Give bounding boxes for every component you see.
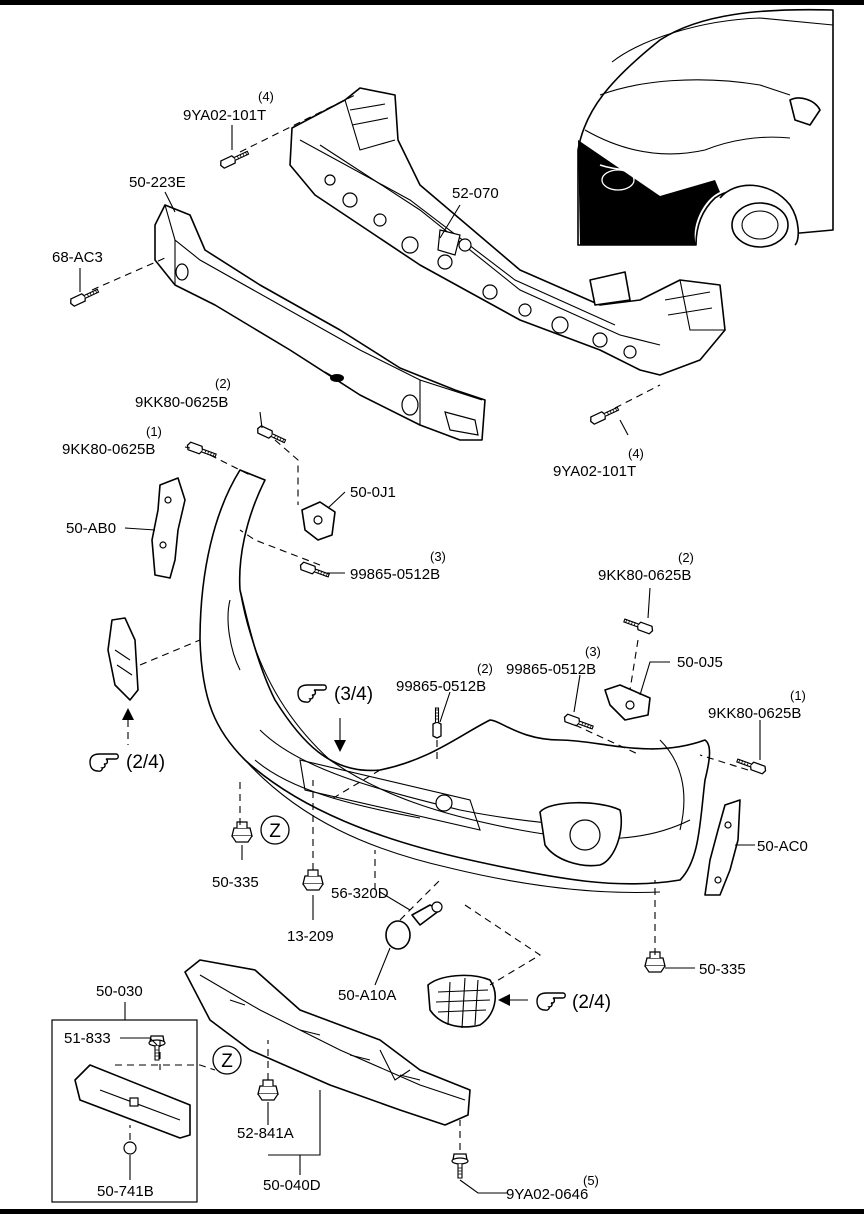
- label-68-ac3: 68-AC3: [52, 249, 103, 266]
- ref-2-4-bottom: (2/4): [536, 992, 611, 1013]
- vehicle-front-icon: [577, 8, 834, 248]
- label-9ya02-101t-top: 9YA02-101T: [183, 107, 266, 124]
- arrow-grille: [498, 994, 510, 1006]
- under-cover-50-040d: [184, 959, 471, 1126]
- label-50-ab0: 50-AB0: [66, 520, 116, 537]
- qty-9kk80-c: (2): [678, 550, 694, 565]
- label-50-030: 50-030: [96, 983, 143, 1000]
- tow-hook-56-320d: [411, 901, 443, 926]
- label-99865-0512b-b: 99865-0512B: [396, 678, 486, 695]
- bolt-9kk80-0625b-a-icon: [255, 424, 288, 446]
- arrow-3-4: [334, 740, 346, 752]
- assembly-dashed-lines: [91, 94, 749, 1150]
- qty-9ya02-top: (4): [258, 89, 274, 104]
- label-13-209: 13-209: [287, 928, 334, 945]
- clip-68-ac3-icon: [68, 286, 101, 308]
- label-50-335-left: 50-335: [212, 874, 259, 891]
- label-50-a10a: 50-A10A: [338, 987, 396, 1004]
- top-border: [0, 0, 864, 5]
- qty-9ya02-0646: (5): [583, 1173, 599, 1188]
- bolt-9kk80-0625b-d-icon: [735, 756, 768, 776]
- energy-absorber-50-223e: [154, 204, 486, 441]
- plug-50-741b-icon: [123, 1141, 137, 1155]
- label-9ya02-0646: 9YA02-0646: [506, 1186, 588, 1203]
- nut-52-841a-icon: [257, 1079, 279, 1101]
- bottom-border: [0, 1209, 864, 1214]
- front-bumper-fascia: [199, 469, 711, 894]
- z-marker-b: Z: [212, 1045, 242, 1075]
- svg-text:Z: Z: [221, 1051, 233, 1072]
- side-bracket-50-ab0: [151, 477, 186, 579]
- qty-9kk80-b: (1): [146, 424, 162, 439]
- label-50-741b: 50-741B: [97, 1183, 154, 1200]
- label-9kk80-0625b-c: 9KK80-0625B: [598, 567, 691, 584]
- label-50-0j5: 50-0J5: [677, 654, 723, 671]
- leader-lines: [79, 125, 761, 1194]
- fog-lamp-bezel-left: [107, 617, 139, 701]
- bolt-9ya02-0646-icon: [451, 1153, 469, 1179]
- label-51-833: 51-833: [64, 1030, 111, 1047]
- z-marker-a: Z: [260, 815, 290, 845]
- label-9kk80-0625b-d: 9KK80-0625B: [708, 705, 801, 722]
- ref-3-4: (3/4): [297, 684, 373, 705]
- pointing-hand-icon: [89, 753, 119, 772]
- qty-99865-b: (2): [477, 661, 493, 676]
- svg-text:(3/4): (3/4): [334, 684, 373, 705]
- pointing-hand-icon: [536, 992, 566, 1011]
- ref-2-4-left: (2/4): [89, 752, 165, 773]
- svg-text:Z: Z: [269, 821, 281, 842]
- label-9kk80-0625b-b: 9KK80-0625B: [62, 441, 155, 458]
- label-50-0j1: 50-0J1: [350, 484, 396, 501]
- arrow-up-left: [122, 708, 134, 720]
- pointing-hand-icon: [297, 684, 327, 703]
- label-99865-0512b-c: 99865-0512B: [506, 661, 596, 678]
- label-52-070: 52-070: [452, 185, 499, 202]
- bracket-50-0j5: [604, 684, 651, 721]
- clip-13-209-icon: [302, 869, 324, 891]
- svg-text:(2/4): (2/4): [572, 992, 611, 1013]
- qty-9ya02-right: (4): [628, 446, 644, 461]
- label-52-841a: 52-841A: [237, 1125, 294, 1142]
- label-9ya02-101t-right: 9YA02-101T: [553, 463, 636, 480]
- label-50-040d: 50-040D: [263, 1177, 321, 1194]
- nut-50-335-left-icon: [231, 821, 253, 843]
- lower-grille: [427, 974, 496, 1029]
- label-9kk80-0625b-a: 9KK80-0625B: [135, 394, 228, 411]
- license-plate-bracket-50-030: [74, 1064, 191, 1139]
- qty-99865-a: (3): [430, 549, 446, 564]
- screw-99865-0512b-b-icon: [432, 707, 442, 739]
- qty-99865-c: (3): [585, 644, 601, 659]
- label-50-223e: 50-223E: [129, 174, 186, 191]
- label-50-335-right: 50-335: [699, 961, 746, 978]
- bolt-9kk80-0625b-c-icon: [622, 616, 655, 636]
- bumper-reinforcement-52-070: [289, 87, 726, 376]
- bolt-9ya02-101t-top-icon: [218, 148, 251, 170]
- qty-9kk80-a: (2): [215, 376, 231, 391]
- qty-9kk80-d: (1): [790, 688, 806, 703]
- screw-99865-0512b-c-icon: [562, 712, 595, 732]
- svg-text:(2/4): (2/4): [126, 752, 165, 773]
- bracket-50-0j1: [301, 501, 336, 541]
- label-56-320d: 56-320D: [331, 885, 389, 902]
- screw-99865-0512b-a-icon: [298, 560, 331, 580]
- label-99865-0512b-a: 99865-0512B: [350, 566, 440, 583]
- tow-hook-cap-50-a10a: [385, 920, 411, 950]
- label-50-ac0: 50-AC0: [757, 838, 808, 855]
- side-bracket-50-ac0: [704, 799, 741, 896]
